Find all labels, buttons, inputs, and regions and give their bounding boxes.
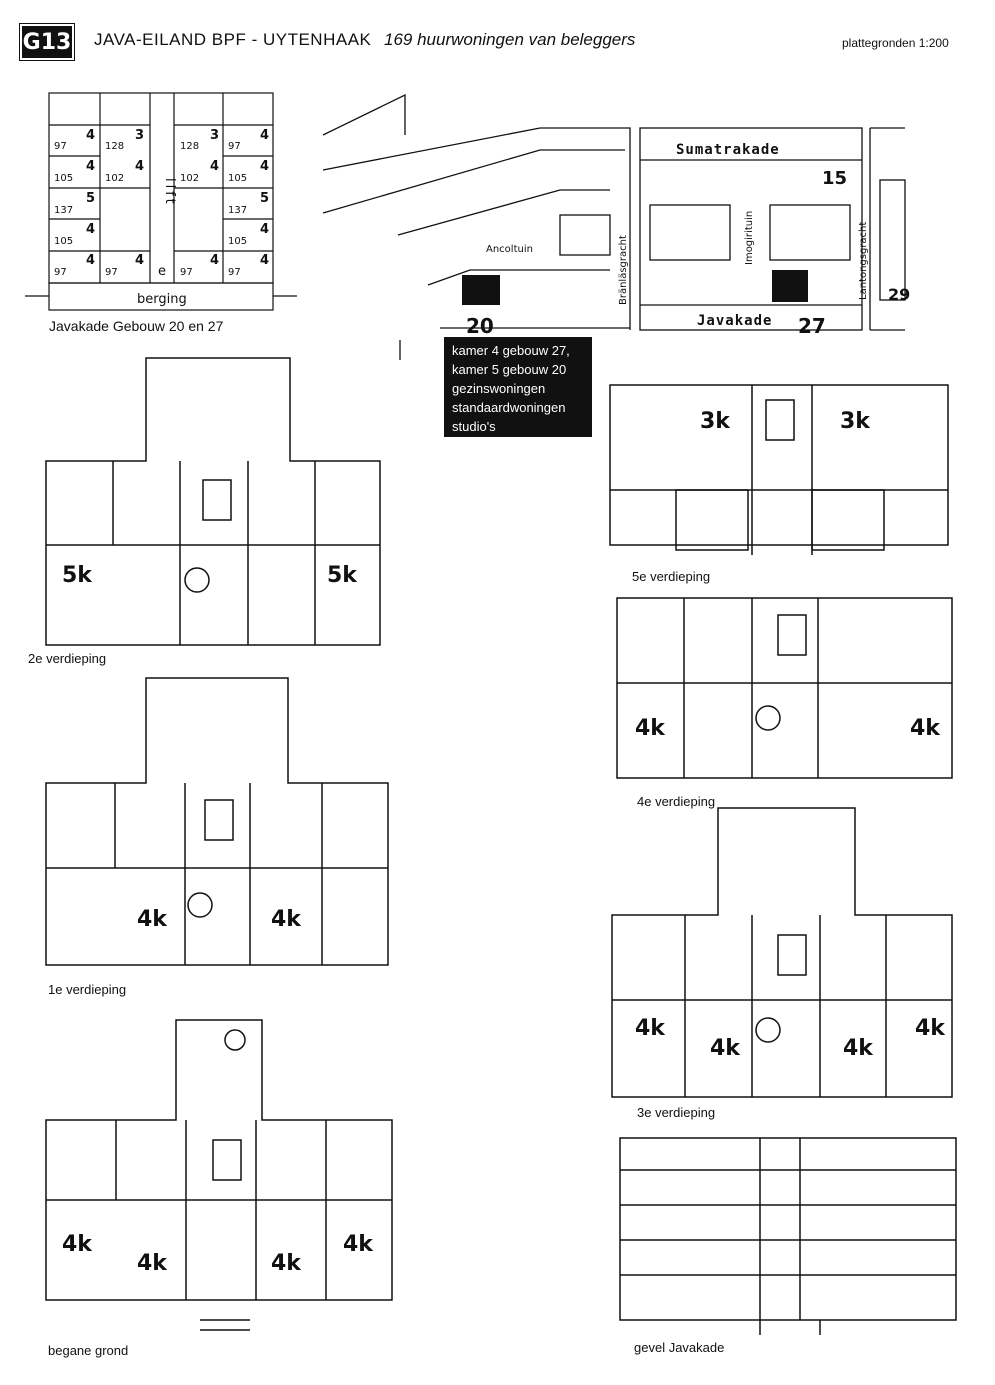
svg-text:105: 105 xyxy=(54,236,73,247)
svg-text:4: 4 xyxy=(135,159,144,174)
street-javakade: Javakade xyxy=(697,313,772,329)
svg-text:105: 105 xyxy=(228,173,247,184)
svg-text:97: 97 xyxy=(105,267,118,278)
svg-text:4k: 4k xyxy=(137,907,168,932)
caption-first-floor: 1e verdieping xyxy=(48,982,127,997)
lift-label: lift xyxy=(162,178,177,207)
caption-ground-floor: begane grond xyxy=(48,1343,129,1358)
svg-text:5k: 5k xyxy=(62,563,93,588)
svg-text:3k: 3k xyxy=(700,409,731,434)
svg-text:4: 4 xyxy=(210,253,219,268)
svg-text:4k: 4k xyxy=(915,1016,946,1041)
svg-text:4: 4 xyxy=(86,159,95,174)
svg-text:97: 97 xyxy=(228,141,241,152)
svg-text:105: 105 xyxy=(228,236,247,247)
svg-text:5k: 5k xyxy=(327,563,358,588)
svg-text:4k: 4k xyxy=(843,1036,874,1061)
svg-text:4: 4 xyxy=(86,253,95,268)
facade-outline xyxy=(619,1137,957,1321)
caption-facade: gevel Javakade xyxy=(634,1340,725,1355)
svg-text:97: 97 xyxy=(54,267,67,278)
legend-box: kamer 4 gebouw 27, kamer 5 gebouw 20 gez… xyxy=(444,337,592,437)
building-29: 29 xyxy=(888,285,910,304)
svg-text:4k: 4k xyxy=(710,1036,741,1061)
building-27: 27 xyxy=(798,314,826,338)
e-label: e xyxy=(158,264,166,279)
caption-third-floor: 3e verdieping xyxy=(637,1105,716,1120)
svg-text:4k: 4k xyxy=(635,1016,666,1041)
section-badge: G13 xyxy=(19,23,75,61)
svg-text:128: 128 xyxy=(105,141,124,152)
caption-second-floor: 2e verdieping xyxy=(28,651,107,666)
svg-text:4k: 4k xyxy=(635,716,666,741)
plan-third-outline xyxy=(611,807,953,1098)
svg-text:4: 4 xyxy=(260,222,269,237)
svg-text:105: 105 xyxy=(54,173,73,184)
plan-first-outline xyxy=(45,677,389,966)
plan-ground-outline xyxy=(45,1019,393,1301)
svg-text:4: 4 xyxy=(135,253,144,268)
svg-text:Imogirituin: Imogirituin xyxy=(744,211,755,265)
svg-text:4: 4 xyxy=(260,128,269,143)
svg-text:4k: 4k xyxy=(62,1232,93,1257)
svg-text:4k: 4k xyxy=(271,907,302,932)
plan-fifth-outline xyxy=(609,384,949,546)
svg-text:4k: 4k xyxy=(271,1251,302,1276)
garden-label: Ancoltuin xyxy=(486,244,533,255)
svg-text:3: 3 xyxy=(135,128,144,143)
svg-text:97: 97 xyxy=(180,267,193,278)
cell-area: 97 xyxy=(54,141,67,152)
street-sumatrakade: Sumatrakade xyxy=(676,142,780,158)
storage-label: berging xyxy=(137,292,187,307)
svg-text:5: 5 xyxy=(86,191,95,206)
caption-fifth-floor: 5e verdieping xyxy=(632,569,711,584)
svg-text:102: 102 xyxy=(105,173,124,184)
building-15: 15 xyxy=(822,168,847,189)
svg-text:4: 4 xyxy=(86,222,95,237)
plan-fourth-outline xyxy=(616,597,953,779)
svg-text:3: 3 xyxy=(210,128,219,143)
svg-text:4k: 4k xyxy=(137,1251,168,1276)
svg-text:137: 137 xyxy=(228,205,247,216)
building-20: 20 xyxy=(466,314,494,338)
plan-second-outline xyxy=(45,357,381,646)
svg-text:Bränläsgracht: Bränläsgracht xyxy=(618,235,629,305)
page-subtitle: 169 huurwoningen van beleggers xyxy=(384,30,636,49)
svg-text:97: 97 xyxy=(228,267,241,278)
svg-text:4: 4 xyxy=(86,128,95,143)
svg-text:137: 137 xyxy=(54,205,73,216)
page-title: JAVA-EILAND BPF - UYTENHAAK xyxy=(94,30,372,49)
svg-text:4: 4 xyxy=(260,159,269,174)
svg-text:4k: 4k xyxy=(343,1232,374,1257)
svg-text:Lantongsgracht: Lantongsgracht xyxy=(858,222,869,300)
svg-text:4k: 4k xyxy=(910,716,941,741)
caption-fourth-floor: 4e verdieping xyxy=(637,794,716,809)
svg-text:3k: 3k xyxy=(840,409,871,434)
svg-text:4: 4 xyxy=(210,159,219,174)
scale-label: plattegronden 1:200 xyxy=(842,36,949,50)
svg-text:4: 4 xyxy=(260,253,269,268)
svg-text:128: 128 xyxy=(180,141,199,152)
schema-caption: Javakade Gebouw 20 en 27 xyxy=(49,318,224,334)
svg-text:5: 5 xyxy=(260,191,269,206)
svg-text:102: 102 xyxy=(180,173,199,184)
